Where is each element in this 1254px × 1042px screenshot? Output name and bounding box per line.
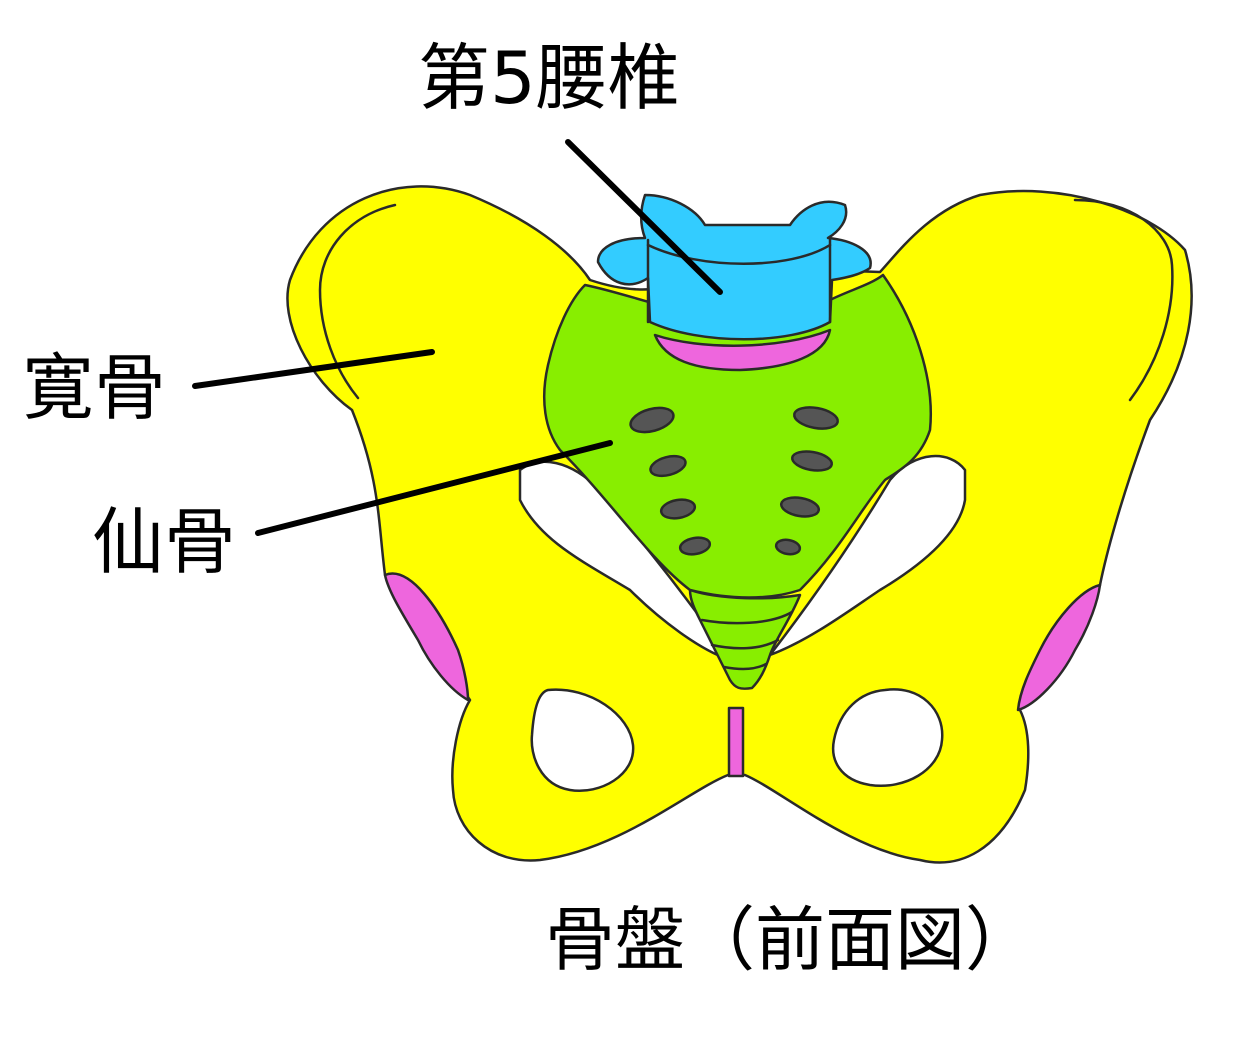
sacral-foramen: [774, 538, 802, 556]
sacral-foramen: [659, 498, 697, 520]
iliac-crest-line-right: [1073, 198, 1174, 402]
sacral-foramen: [779, 496, 821, 518]
leader-line-sacrum: [255, 440, 613, 536]
sacral-foramen: [649, 454, 687, 478]
label-l5-vertebra: 第5腰椎: [418, 36, 680, 120]
l5-vertebra-shape: [596, 193, 872, 341]
sacral-foramen: [629, 406, 675, 434]
leader-line-l5: [565, 139, 723, 295]
coccyx-segment-line: [722, 662, 768, 671]
diagram-caption: 骨盤（前面図）: [545, 899, 1035, 981]
label-hip-bone: 寛骨: [22, 346, 167, 430]
obturator-foramen-right: [831, 688, 944, 788]
leader-line-hip: [192, 349, 435, 389]
sacroiliac-cartilage-right: [1016, 583, 1102, 712]
label-sacrum: 仙骨: [92, 500, 237, 584]
intervertebral-disc: [653, 328, 832, 372]
sacral-foramen: [678, 536, 712, 556]
obturator-foramen-left: [530, 688, 635, 793]
coccyx-segment-line: [710, 638, 780, 650]
coccyx-segment-line: [700, 610, 794, 625]
vertebral-body-top-line: [646, 243, 832, 265]
sacral-foramen: [790, 450, 834, 472]
sacroiliac-cartilage-left: [383, 572, 470, 702]
sacral-foramen: [793, 406, 839, 430]
coccyx-shape: [688, 588, 802, 690]
pubic-symphysis: [727, 706, 745, 778]
